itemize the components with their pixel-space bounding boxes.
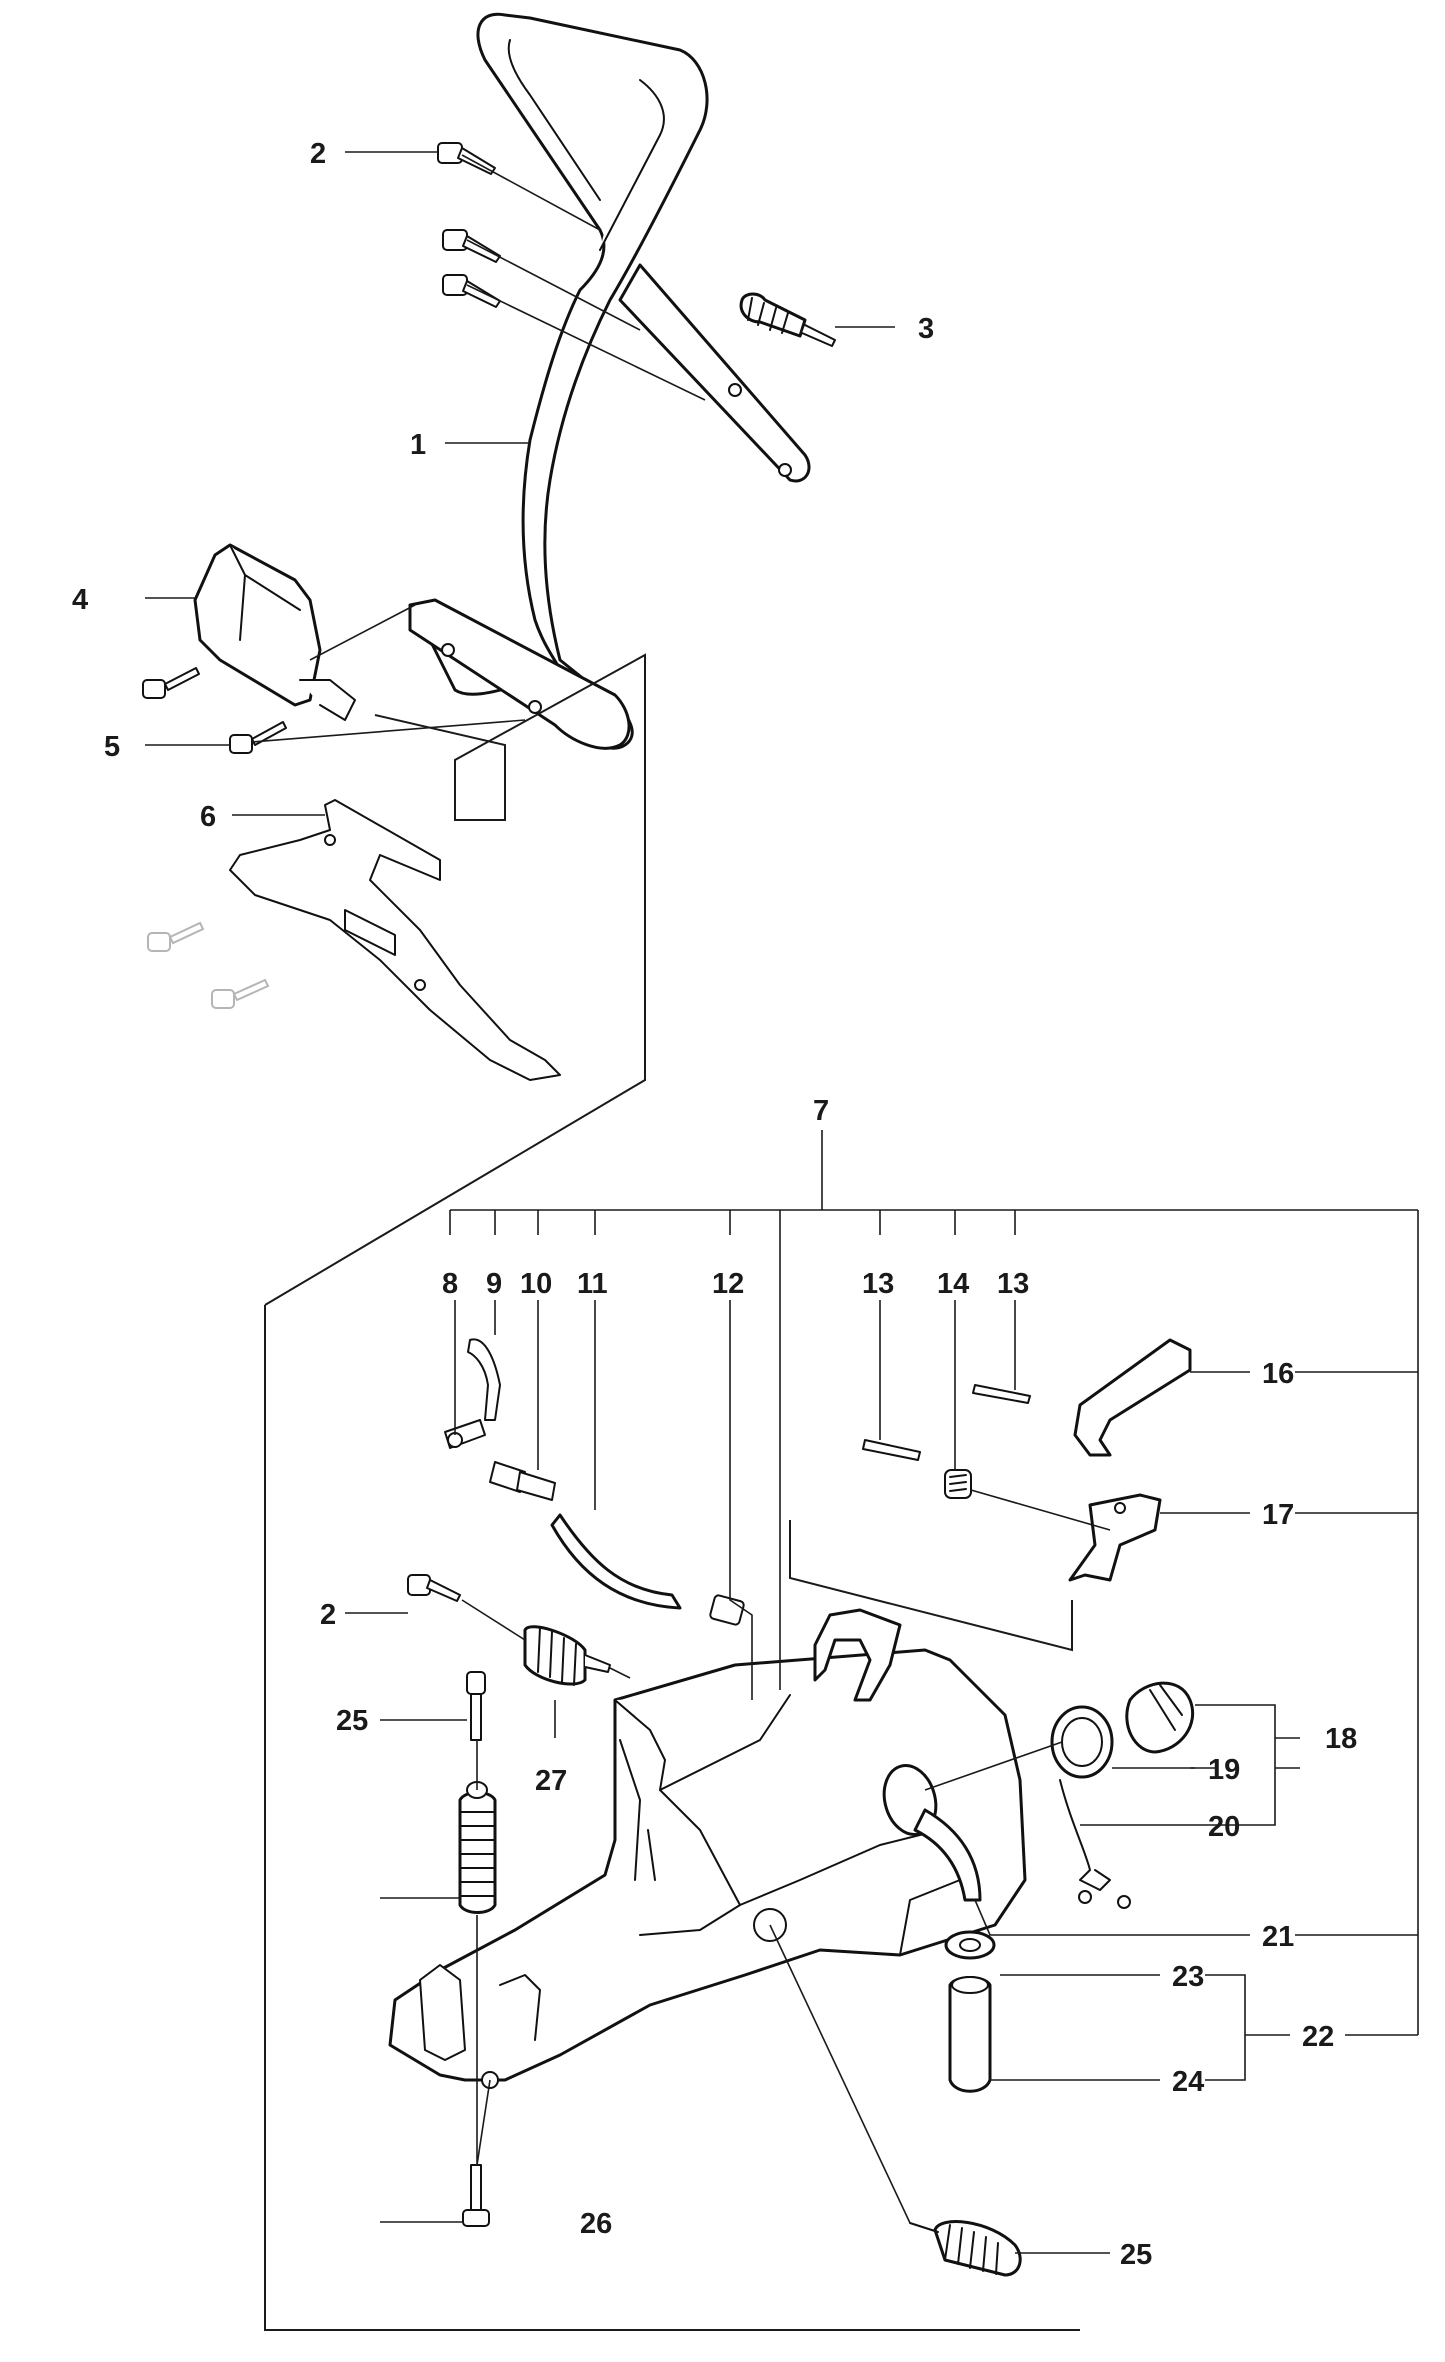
screw-icon [442, 274, 501, 308]
fuel-hose [550, 1513, 682, 1610]
screw-icon [442, 229, 501, 263]
callout-labels: 1 2 2 3 4 5 6 7 8 9 10 11 12 13 13 14 16… [72, 138, 1357, 2271]
front-handle [408, 12, 811, 750]
front-handle-assembly [142, 12, 836, 1306]
callout-label: 21 [1262, 1921, 1294, 1953]
filter-fitting [489, 1461, 556, 1501]
screw-icon [229, 721, 287, 754]
cap-retainer [1059, 1779, 1111, 1891]
pin-icon [972, 1384, 1031, 1404]
callout-label: 8 [442, 1268, 458, 1300]
spring-icon [944, 1469, 972, 1499]
callout-label: 4 [72, 584, 88, 616]
throttle-trigger [1068, 1493, 1162, 1582]
guard-plate [193, 543, 356, 721]
callout-label: 25 [1120, 2239, 1152, 2271]
callout-label: 2 [310, 138, 326, 170]
bottom-plate [229, 799, 561, 1081]
pin-icon [862, 1439, 921, 1461]
screw-icon [147, 921, 205, 952]
spring-icon [909, 2220, 1022, 2277]
tank-assembly [264, 1305, 1195, 2331]
assembly-frame [264, 653, 646, 1306]
callout-label: 13 [997, 1268, 1029, 1300]
callout-label: 11 [577, 1268, 608, 1300]
fuel-cap [1125, 1681, 1195, 1754]
throttle-lock-lever [1073, 1338, 1192, 1457]
screw-icon [407, 1574, 461, 1602]
callout-label: 25 [336, 1705, 368, 1737]
callout-label: 20 [1208, 1811, 1240, 1843]
screw-icon [142, 667, 200, 699]
callout-label: 5 [104, 731, 120, 763]
callout-label: 1 [410, 429, 426, 461]
callout-label: 9 [486, 1268, 502, 1300]
callout-label: 12 [712, 1268, 744, 1300]
screw-icon [437, 142, 496, 175]
callout-label: 23 [1172, 1961, 1204, 1993]
screw-icon [466, 1671, 486, 1741]
callout-label: 13 [862, 1268, 894, 1300]
callout-label: 24 [1172, 2066, 1204, 2098]
callout-label: 10 [520, 1268, 552, 1300]
callout-label: 3 [918, 313, 934, 345]
callout-label: 26 [580, 2208, 612, 2240]
trigger-frame [789, 1520, 1073, 1652]
fuel-tank [388, 1608, 1027, 2089]
callout-label: 7 [813, 1095, 829, 1127]
callout-label: 14 [937, 1268, 969, 1300]
spring-icon [523, 1625, 611, 1686]
assembly-frame [264, 1305, 1080, 2331]
spring-icon [458, 1781, 497, 1914]
fuel-filter [944, 1930, 996, 2093]
callout-leaders [145, 151, 1419, 2254]
callout-label: 19 [1208, 1754, 1240, 1786]
callout-label: 27 [535, 1765, 567, 1797]
hose-sleeve [709, 1594, 745, 1626]
callout-label: 16 [1262, 1358, 1294, 1390]
spring-icon [739, 292, 836, 347]
screw-icon [211, 978, 270, 1009]
callout-label: 18 [1325, 1723, 1357, 1755]
callout-label: 17 [1262, 1499, 1294, 1531]
hose-fitting [444, 1338, 501, 1449]
screw-icon [462, 2164, 490, 2227]
callout-label: 22 [1302, 2021, 1334, 2053]
callout-label: 6 [200, 801, 216, 833]
callout-label: 2 [320, 1599, 336, 1631]
